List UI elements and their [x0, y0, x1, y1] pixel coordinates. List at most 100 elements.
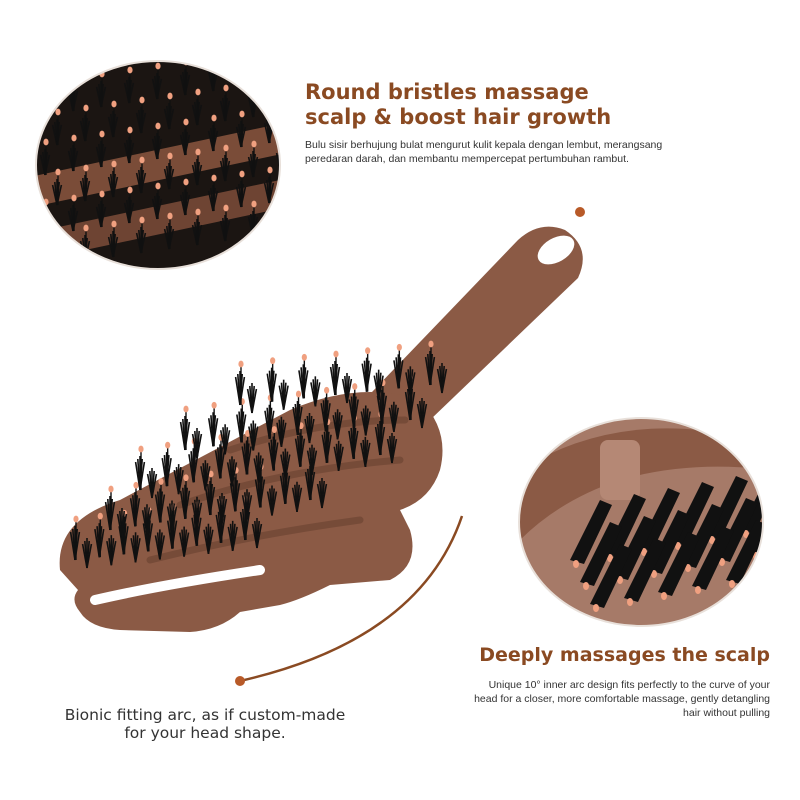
bristle-tuft — [94, 512, 105, 558]
bristle-tuft — [207, 114, 219, 152]
bristle-tuft — [67, 134, 79, 172]
bristle-tuft — [51, 168, 63, 206]
bristle-tuft — [239, 495, 251, 541]
decor-arc-bottom — [239, 515, 464, 683]
bristle-tuft — [107, 160, 119, 198]
bristle-tuft — [361, 347, 372, 392]
bristle-tuft — [135, 156, 147, 194]
bristle-tuft — [69, 515, 81, 561]
bristle-tuft — [151, 122, 163, 160]
closeup-frame-right — [518, 417, 764, 627]
bristle-tuft — [570, 500, 612, 568]
closeup-frame-top — [35, 60, 281, 270]
bristle-tuft — [360, 436, 371, 468]
bristle-tuft — [163, 212, 175, 250]
bristle-tuft — [179, 118, 191, 156]
bristle-tuft — [760, 514, 763, 578]
bristle-tuft — [424, 340, 436, 386]
bristle-tuft — [219, 424, 231, 455]
bristle-tuft — [341, 373, 353, 404]
bristle-tuft — [161, 441, 172, 487]
bristle-tuft — [135, 216, 147, 254]
bristle-tuft — [246, 383, 258, 414]
bristle-tuft — [298, 353, 309, 399]
bristle-tuft — [268, 426, 279, 471]
brush-handle — [372, 226, 583, 420]
bristle-tuft — [590, 544, 632, 612]
bristle-tuft — [134, 445, 146, 491]
bristle-tuft — [247, 140, 259, 178]
bristle-tuft — [146, 468, 158, 499]
bristle-tuft — [95, 130, 107, 168]
feature-right-description: Unique 10° inner arc design fits perfect… — [474, 679, 770, 719]
bristle-tuft — [216, 493, 228, 524]
bristle-tuft — [81, 538, 93, 569]
feature-top-title-line1: Round bristles massage — [305, 80, 589, 104]
bristle-tuft — [229, 466, 241, 512]
bristle-tuft — [321, 418, 332, 463]
bristle-tuft — [436, 363, 448, 394]
bristle-tuft — [163, 92, 175, 130]
bristle-tuft — [294, 422, 306, 467]
bristle-tuft — [173, 464, 184, 495]
bristle-tuft — [79, 104, 91, 142]
bristle-tuft — [235, 110, 247, 148]
bristle-tuft — [329, 350, 341, 396]
bristle-tuft — [726, 520, 763, 588]
bristle-tuft — [333, 440, 344, 471]
bristle-tuft — [373, 369, 384, 400]
bristle-tuft — [316, 478, 328, 509]
bristle-tuft — [393, 343, 404, 389]
bristle-tuft — [320, 386, 331, 432]
feature-right-title: Deeply massages the scalp — [479, 644, 770, 666]
bristle-tuft — [151, 62, 163, 100]
bristle-tuft — [95, 190, 107, 228]
bristle-tuft — [123, 186, 135, 224]
bristle-tuft — [376, 379, 388, 424]
bristle-tuft — [241, 430, 252, 475]
bristle-tuft — [135, 96, 147, 134]
bristle-tuft — [207, 174, 219, 212]
vent-slot — [90, 565, 265, 605]
bristle-tuft — [278, 379, 289, 410]
bristle-tuft — [51, 108, 63, 146]
bristle-tuft — [332, 409, 343, 440]
bristle-tuft — [214, 433, 226, 479]
bristle-tuft — [580, 522, 622, 590]
bristle-tuft — [416, 398, 428, 429]
feature-top-title: Round bristles massage scalp & boost hai… — [305, 80, 635, 130]
bristle-tuft — [291, 481, 303, 512]
bristle-tuft — [154, 529, 166, 560]
feature-left-caption-line2: for your head shape. — [124, 724, 286, 742]
bristle-tuft — [107, 100, 119, 138]
bristle-tuft — [248, 420, 259, 451]
bristle-tuft — [226, 456, 238, 487]
bristle-tuft — [658, 532, 700, 600]
bristle-tuft — [79, 164, 91, 202]
bristle-tuft — [179, 178, 191, 216]
bristle-tuft — [266, 485, 278, 516]
vent-hair-brush — [59, 226, 583, 632]
bristle-tuft — [129, 481, 141, 527]
bristle-tuft — [179, 405, 191, 451]
bristle-tuft — [179, 474, 191, 519]
bristle-tuft — [235, 170, 247, 208]
feature-top-description: Bulu sisir berhujung bulat mengurut kuli… — [305, 139, 663, 165]
bristle-tuft — [191, 88, 203, 126]
bristle-tuft — [219, 144, 231, 182]
bristle-tuft — [178, 526, 190, 557]
bristle-tuft — [151, 182, 163, 220]
bristle-tuft — [51, 228, 63, 266]
bristle-tuft — [227, 520, 238, 552]
bristle-tuft — [360, 405, 371, 436]
bristle-tuft — [235, 61, 247, 88]
bristle-tuft — [191, 208, 203, 246]
bristle-tuft — [388, 401, 400, 432]
bristle-tuft — [39, 138, 51, 176]
bristle-tuft — [204, 470, 216, 516]
bristle-tuft — [191, 148, 203, 186]
bristle-tuft — [191, 428, 203, 459]
arc-closeup-image — [519, 418, 763, 626]
bristle-tuft — [67, 194, 79, 232]
bristle-tuft — [264, 394, 275, 439]
